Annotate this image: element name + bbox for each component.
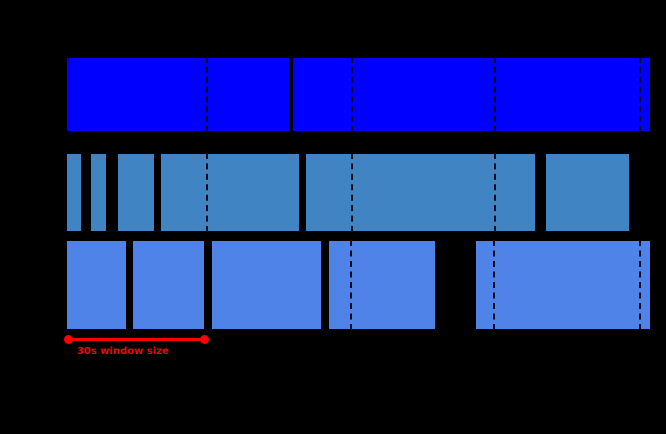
window-boundary-divider (206, 153, 208, 232)
timeline-segment (305, 153, 536, 232)
timeline-segment (545, 153, 630, 232)
timeline-segment (160, 153, 300, 232)
timeline-segment (117, 153, 155, 232)
timeline-segment (132, 240, 205, 330)
timeline-segment (475, 240, 651, 330)
timeline-segment (292, 57, 651, 132)
window-boundary-divider (494, 153, 496, 232)
timeline-segment (90, 153, 107, 232)
window-size-bracket-line (68, 338, 205, 341)
window-size-bracket-left-cap (64, 335, 73, 344)
window-boundary-divider (351, 57, 353, 132)
timeline-segment (66, 57, 290, 132)
window-boundary-divider (350, 240, 352, 330)
window-boundary-divider (639, 57, 641, 132)
window-boundary-divider (206, 57, 208, 132)
window-boundary-divider (351, 153, 353, 232)
window-size-bracket-right-cap (200, 335, 209, 344)
window-boundary-divider (494, 57, 496, 132)
timeline-segment (66, 240, 127, 330)
timeline-segment (66, 153, 82, 232)
window-boundary-divider (639, 240, 641, 330)
window-boundary-divider (493, 240, 495, 330)
window-size-label: 30s window size (77, 346, 169, 357)
timeline-segment (211, 240, 322, 330)
timeline-segment (328, 240, 436, 330)
